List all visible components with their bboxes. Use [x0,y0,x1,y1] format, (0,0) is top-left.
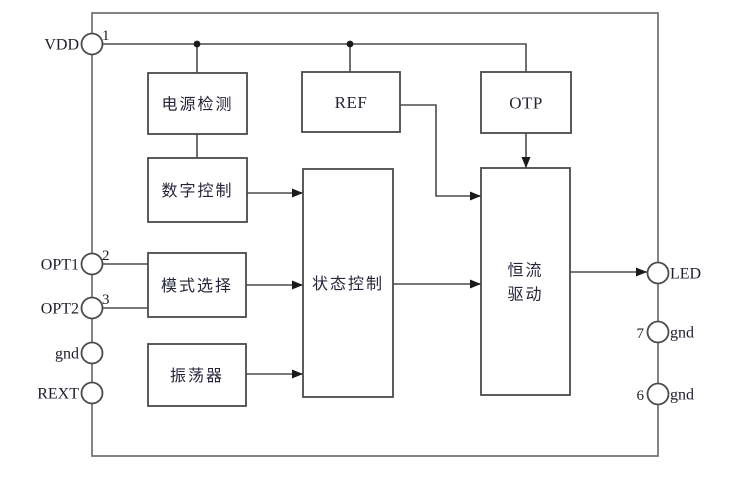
pin-opt1-number: 2 [102,248,110,264]
chip-outline [91,12,659,457]
block-label-mode-select: 模式选择 [161,277,233,295]
pin-gnd-7-number: 7 [637,326,645,342]
wire-otp-to-ccdrive-arrowhead [521,157,531,168]
wire-ccdrive-to-led-arrowhead [636,267,647,277]
block-digital-control [147,157,248,223]
pin-gnd-6-circle [646,382,670,406]
block-state-control [302,168,394,398]
wire-statectl-to-ccdrive-arrowhead [470,279,481,289]
pin-gnd-7-circle [646,320,670,344]
block-ref [301,71,401,133]
block-otp [480,71,572,134]
block-label-otp: OTP [509,94,543,113]
pin-opt2-circle [80,296,104,320]
pin-opt2-number: 3 [102,292,110,308]
wire-ref-to-ccdrive [400,104,481,197]
pin-opt2-label: OPT2 [41,301,79,318]
pin-vdd-label: VDD [44,37,79,54]
block-label-ref: REF [335,93,368,112]
block-label-digital-control: 数字控制 [161,182,233,200]
wire-ref-to-ccdrive-arrowhead [470,191,481,201]
pin-gnd-6-number: 6 [637,388,645,404]
pin-gnd-6-label: gnd [670,387,694,404]
block-label-constant-current-drive: 驱动 [507,286,543,304]
block-label-state-control: 状态控制 [312,275,384,293]
pin-rext-label: REXT [37,386,79,403]
block-power-detect [147,72,248,135]
block-label-constant-current-drive: 恒流 [507,262,543,280]
pin-vdd-circle [80,32,104,56]
block-mode-select [147,252,247,318]
block-oscillator [147,343,247,407]
pin-gnd-left-circle [80,341,104,365]
block-label-power-detect: 电源检测 [161,96,233,114]
junction-dot-2 [346,40,354,48]
block-constant-current-drive [480,167,571,396]
pin-gnd-left-label: gnd [55,346,79,363]
pin-opt1-label: OPT1 [41,257,79,274]
wire-osc-to-statectl-arrowhead [292,369,303,379]
pin-led-label: LED [670,266,701,283]
block-label-oscillator: 振荡器 [170,367,224,385]
junction-dot-1 [193,40,201,48]
pin-gnd-7-label: gnd [670,325,694,342]
wire-modesel-to-statectl-arrowhead [292,280,303,290]
pin-led-circle [646,261,670,285]
pin-vdd-number: 1 [102,28,110,44]
wire-digctl-to-statectl-arrowhead [292,188,303,198]
wire-vdd-trunk [102,43,527,72]
pin-rext-circle [80,381,104,405]
pin-opt1-circle [80,252,104,276]
